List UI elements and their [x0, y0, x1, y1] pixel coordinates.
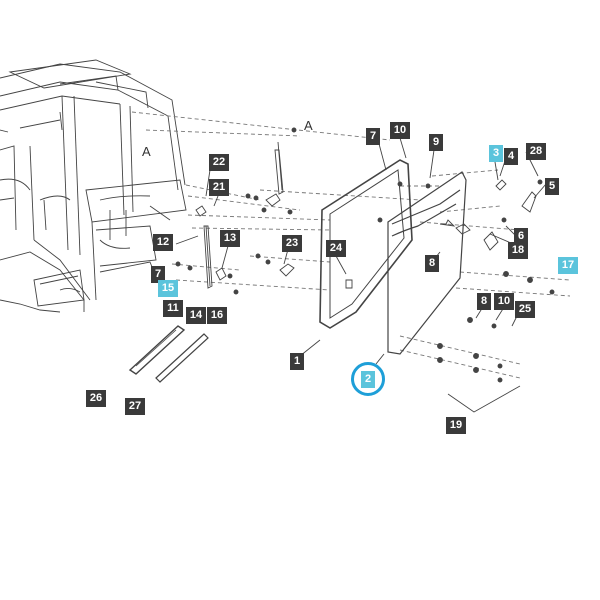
callout-23[interactable]: 23	[282, 235, 302, 252]
callout-12[interactable]: 12	[153, 234, 173, 251]
callout-16[interactable]: 16	[207, 307, 227, 324]
callout-8-right[interactable]: 8	[477, 293, 491, 310]
trim-strips	[128, 325, 209, 383]
door-seal	[319, 159, 413, 329]
callout-13[interactable]: 13	[220, 230, 240, 247]
callout-25[interactable]: 25	[515, 301, 535, 318]
fasteners	[175, 127, 555, 383]
door-glass-panel	[387, 171, 467, 355]
callout-1[interactable]: 1	[290, 353, 304, 370]
hardware	[195, 179, 537, 289]
view-marker-a-left: A	[142, 144, 151, 159]
callout-7-top[interactable]: 7	[366, 128, 380, 145]
label-leaders	[175, 137, 547, 365]
gas-strut-left	[203, 141, 284, 289]
callout-10-right[interactable]: 10	[494, 293, 514, 310]
callout-22[interactable]: 22	[209, 154, 229, 171]
callout-18[interactable]: 18	[508, 242, 528, 259]
callout-17[interactable]: 17	[558, 257, 578, 274]
callout-10-top[interactable]: 10	[390, 122, 410, 139]
callout-28[interactable]: 28	[526, 143, 546, 160]
view-marker-a-top: A	[304, 118, 313, 133]
callout-11[interactable]: 11	[163, 300, 183, 317]
callout-27[interactable]: 27	[125, 398, 145, 415]
callout-24[interactable]: 24	[326, 240, 346, 257]
callout-15[interactable]: 15	[158, 280, 178, 297]
callout-6[interactable]: 6	[514, 228, 528, 245]
callout-8-left[interactable]: 8	[425, 255, 439, 272]
callout-4[interactable]: 4	[504, 148, 518, 165]
callout-19[interactable]: 19	[446, 417, 466, 434]
callout-21[interactable]: 21	[209, 179, 229, 196]
callout-bracket	[447, 385, 521, 413]
callout-7-left[interactable]: 7	[151, 266, 165, 283]
callout-26[interactable]: 26	[86, 390, 106, 407]
callout-9[interactable]: 9	[429, 134, 443, 151]
callout-2[interactable]: 2	[361, 371, 375, 388]
callout-14[interactable]: 14	[186, 307, 206, 324]
callout-3[interactable]: 3	[489, 145, 503, 162]
callout-5[interactable]: 5	[545, 178, 559, 195]
cab-frame	[0, 59, 187, 313]
